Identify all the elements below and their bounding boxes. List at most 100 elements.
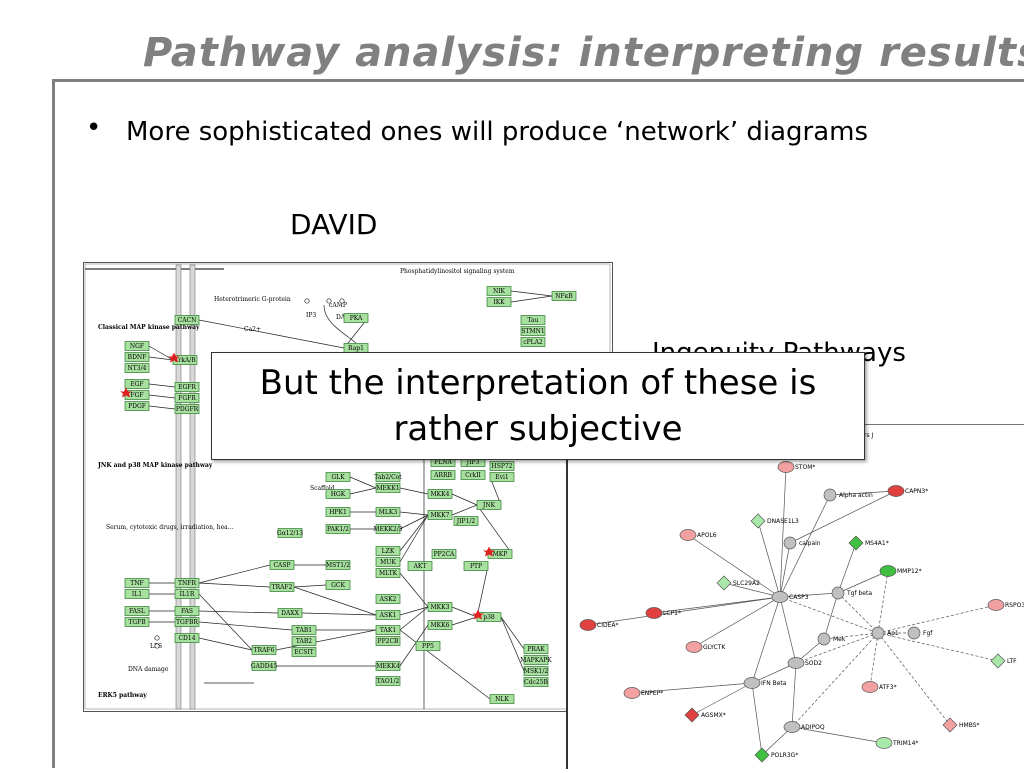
kegg-gene: JNK [476, 500, 502, 510]
ipa-edge [791, 632, 879, 728]
ipa-node: POLR3G* [754, 747, 798, 763]
kegg-edge [293, 586, 377, 616]
kegg-gene-box [269, 582, 295, 592]
kegg-gene-label: FLNA [434, 459, 452, 466]
kegg-edge [148, 345, 174, 361]
kegg-edge [198, 593, 253, 651]
kegg-edge [476, 504, 513, 555]
kegg-gene: PP2CB [375, 636, 401, 646]
kegg-gene-box [174, 633, 200, 643]
kegg-gene-label: JIP1/2 [456, 518, 476, 525]
kegg-gene-box [427, 510, 453, 520]
ipa-edge [757, 520, 781, 598]
kegg-gene: GLK [325, 472, 351, 482]
kegg-gene-label: NGF [130, 343, 144, 350]
kegg-gene-box [343, 313, 369, 323]
kegg-gene: Gα12/13 [277, 528, 303, 538]
kegg-gene: MUK [375, 557, 401, 567]
kegg-gene-label: TAB1 [296, 627, 312, 634]
ipa-node: Ap1 [871, 626, 899, 640]
ipa-node-shape [684, 707, 700, 723]
ipa-node: HMBS* [942, 717, 980, 733]
callout-text: But the interpretation of these is rathe… [259, 363, 817, 449]
ipa-node-shape [848, 535, 864, 551]
kegg-gene: TGFB [124, 617, 150, 627]
kegg-gene: LZK [375, 546, 401, 556]
ipa-edge [869, 632, 879, 688]
kegg-gene-box [427, 602, 453, 612]
ipa-node-shape [831, 586, 845, 600]
kegg-gene: JIP1/2 [453, 516, 479, 526]
kegg-gene: HGK [325, 489, 351, 499]
ipa-edge [779, 592, 839, 598]
bullet-symbol: • [86, 113, 102, 143]
kegg-gene-box [174, 606, 200, 616]
ipa-node: Mek [817, 632, 846, 646]
kegg-gene-label: PTP [470, 563, 482, 570]
ipa-edge [779, 494, 831, 598]
kegg-gene-label: TRAF6 [254, 647, 275, 654]
ipa-node-label: calpain [799, 540, 821, 547]
kegg-gene-label: MEKK1 [376, 485, 399, 492]
kegg-text: DNA damage [128, 666, 169, 673]
ipa-node-shape [743, 677, 761, 689]
kegg-star-icon [483, 546, 495, 557]
kegg-star-icon [168, 352, 180, 363]
kegg-gene-label: MAPKAPK [520, 657, 552, 664]
kegg-gene-box [427, 620, 453, 630]
kegg-gene-box [453, 516, 479, 526]
kegg-gene-box [375, 483, 401, 493]
kegg-section-label: ERK5 pathway [98, 692, 147, 699]
kegg-gene: PDGF [124, 401, 150, 411]
ipa-node: LCP1* [645, 607, 681, 619]
kegg-gene: IKK [486, 297, 512, 307]
kegg-gene: PDGFR [174, 404, 200, 414]
kegg-gene-label: AKT [413, 563, 427, 570]
ipa-edge [631, 682, 753, 694]
kegg-gene-box [520, 315, 546, 325]
kegg-gene-box [124, 617, 150, 627]
kegg-gene-label: TNF [130, 580, 143, 587]
callout-box: But the interpretation of these is rathe… [211, 352, 865, 460]
kegg-gene-box [124, 341, 150, 351]
kegg-gene-label: NT3/4 [128, 365, 147, 372]
kegg-edge [275, 629, 377, 651]
kegg-edge [148, 383, 176, 388]
ipa-node-label: MS4A1* [865, 540, 889, 547]
kegg-gene-box [375, 557, 401, 567]
kegg-gene-box [174, 382, 200, 392]
david-label: DAVID [290, 208, 378, 241]
kegg-gene-box [124, 379, 150, 389]
ipa-node-shape [685, 641, 703, 653]
kegg-gene: TAB2 [291, 636, 317, 646]
kegg-gene: DAXX [277, 608, 303, 618]
kegg-gene-label: HGK [331, 491, 346, 498]
bullet-text: More sophisticated ones will produce ‘ne… [126, 117, 869, 147]
kegg-gene-label: Cdc25B [524, 679, 548, 686]
kegg-gene: HSP72 [489, 461, 515, 471]
kegg-gene-box [523, 655, 549, 665]
kegg-edge [500, 616, 525, 672]
kegg-gene-box [375, 636, 401, 646]
kegg-gene-box [124, 363, 150, 373]
kegg-gene: MSK1/2 [523, 666, 548, 676]
ipa-node-shape [907, 626, 921, 640]
ipa-node-label: SLC29A2 [733, 580, 760, 587]
kegg-gene-box [476, 500, 502, 510]
kegg-gene: TAO1/2 [375, 676, 401, 686]
kegg-gene-label: MKK3 [431, 604, 450, 611]
kegg-gene: ASK1 [375, 610, 401, 620]
ipa-edge [837, 592, 879, 634]
kegg-gene: PAK1/2 [325, 524, 351, 534]
kegg-text: Serum, cytotoxic drugs, irradiation, hea… [106, 524, 234, 531]
kegg-edge [399, 572, 429, 608]
ipa-node: calpain [783, 536, 821, 550]
kegg-gene-label: TAK1 [380, 627, 396, 634]
ipa-node: MMP12* [879, 565, 922, 577]
ipa-node: TRIM14* [875, 737, 918, 749]
ipa-node-label: Ap1 [887, 630, 899, 637]
kegg-gene-label: Tau [528, 317, 539, 324]
kegg-edge [198, 610, 279, 614]
kegg-gene-label: JNK [482, 502, 496, 509]
